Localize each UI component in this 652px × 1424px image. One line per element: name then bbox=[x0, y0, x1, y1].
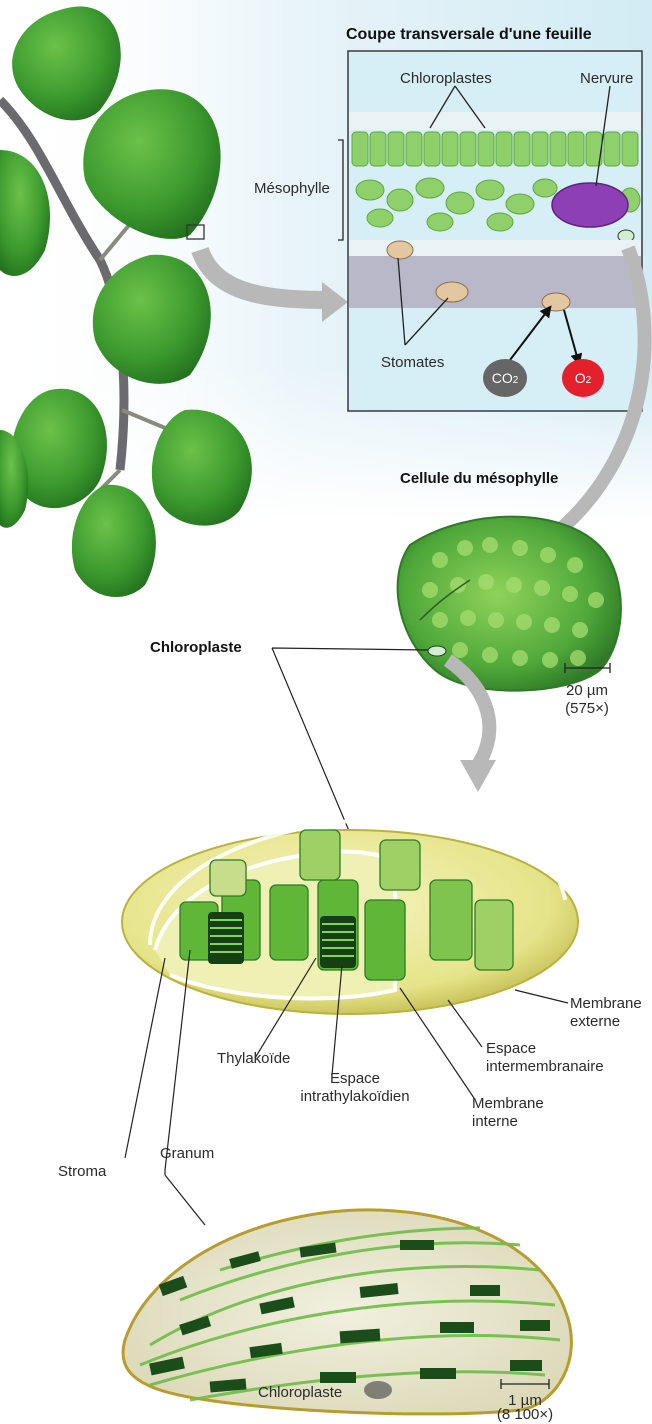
label-espace-intrathylakoidien-line2: intrathylakoïdien bbox=[290, 1088, 420, 1106]
label-mesophylle: Mésophylle bbox=[254, 180, 330, 198]
label-chloroplastes: Chloroplastes bbox=[400, 70, 492, 88]
chloroplast-micrograph bbox=[123, 1210, 571, 1414]
cell-scale-value: 20 µm bbox=[552, 682, 622, 700]
label-nervure: Nervure bbox=[580, 70, 633, 88]
label-granum: Granum bbox=[160, 1145, 214, 1163]
label-membrane-externe-line2: externe bbox=[570, 1013, 620, 1031]
label-stroma: Stroma bbox=[58, 1163, 106, 1181]
label-stomates: Stomates bbox=[381, 354, 444, 372]
chloroplast-title: Chloroplaste bbox=[150, 639, 242, 657]
co2-subscript: 2 bbox=[513, 375, 519, 386]
co2-label: CO2 bbox=[486, 369, 524, 390]
leaf-section-title: Coupe transversale d'une feuille bbox=[346, 26, 592, 44]
co2-base: CO bbox=[492, 370, 513, 386]
nervure-vein bbox=[552, 183, 628, 227]
label-espace-intrathylakoidien-line1: Espace bbox=[290, 1070, 420, 1088]
mesophyll-cell bbox=[398, 517, 621, 691]
chloroplast-3d bbox=[122, 819, 578, 1014]
micrograph-caption: Chloroplaste bbox=[258, 1384, 342, 1402]
micrograph-scale-magnification: (8 100×) bbox=[490, 1406, 560, 1424]
cell-scale-magnification: (575×) bbox=[552, 700, 622, 718]
o2-base: O bbox=[575, 370, 586, 386]
label-membrane-externe-line1: Membrane bbox=[570, 995, 642, 1013]
cell-title: Cellule du mésophylle bbox=[400, 470, 558, 488]
o2-subscript: 2 bbox=[586, 375, 592, 386]
label-membrane-interne-line2: interne bbox=[472, 1113, 518, 1131]
o2-label: O2 bbox=[565, 369, 601, 390]
label-membrane-interne-line1: Membrane bbox=[472, 1095, 544, 1113]
label-espace-intermembranaire-line1: Espace bbox=[486, 1040, 536, 1058]
label-thylakoide: Thylakoïde bbox=[217, 1050, 290, 1068]
label-espace-intermembranaire-line2: intermembranaire bbox=[486, 1058, 604, 1076]
